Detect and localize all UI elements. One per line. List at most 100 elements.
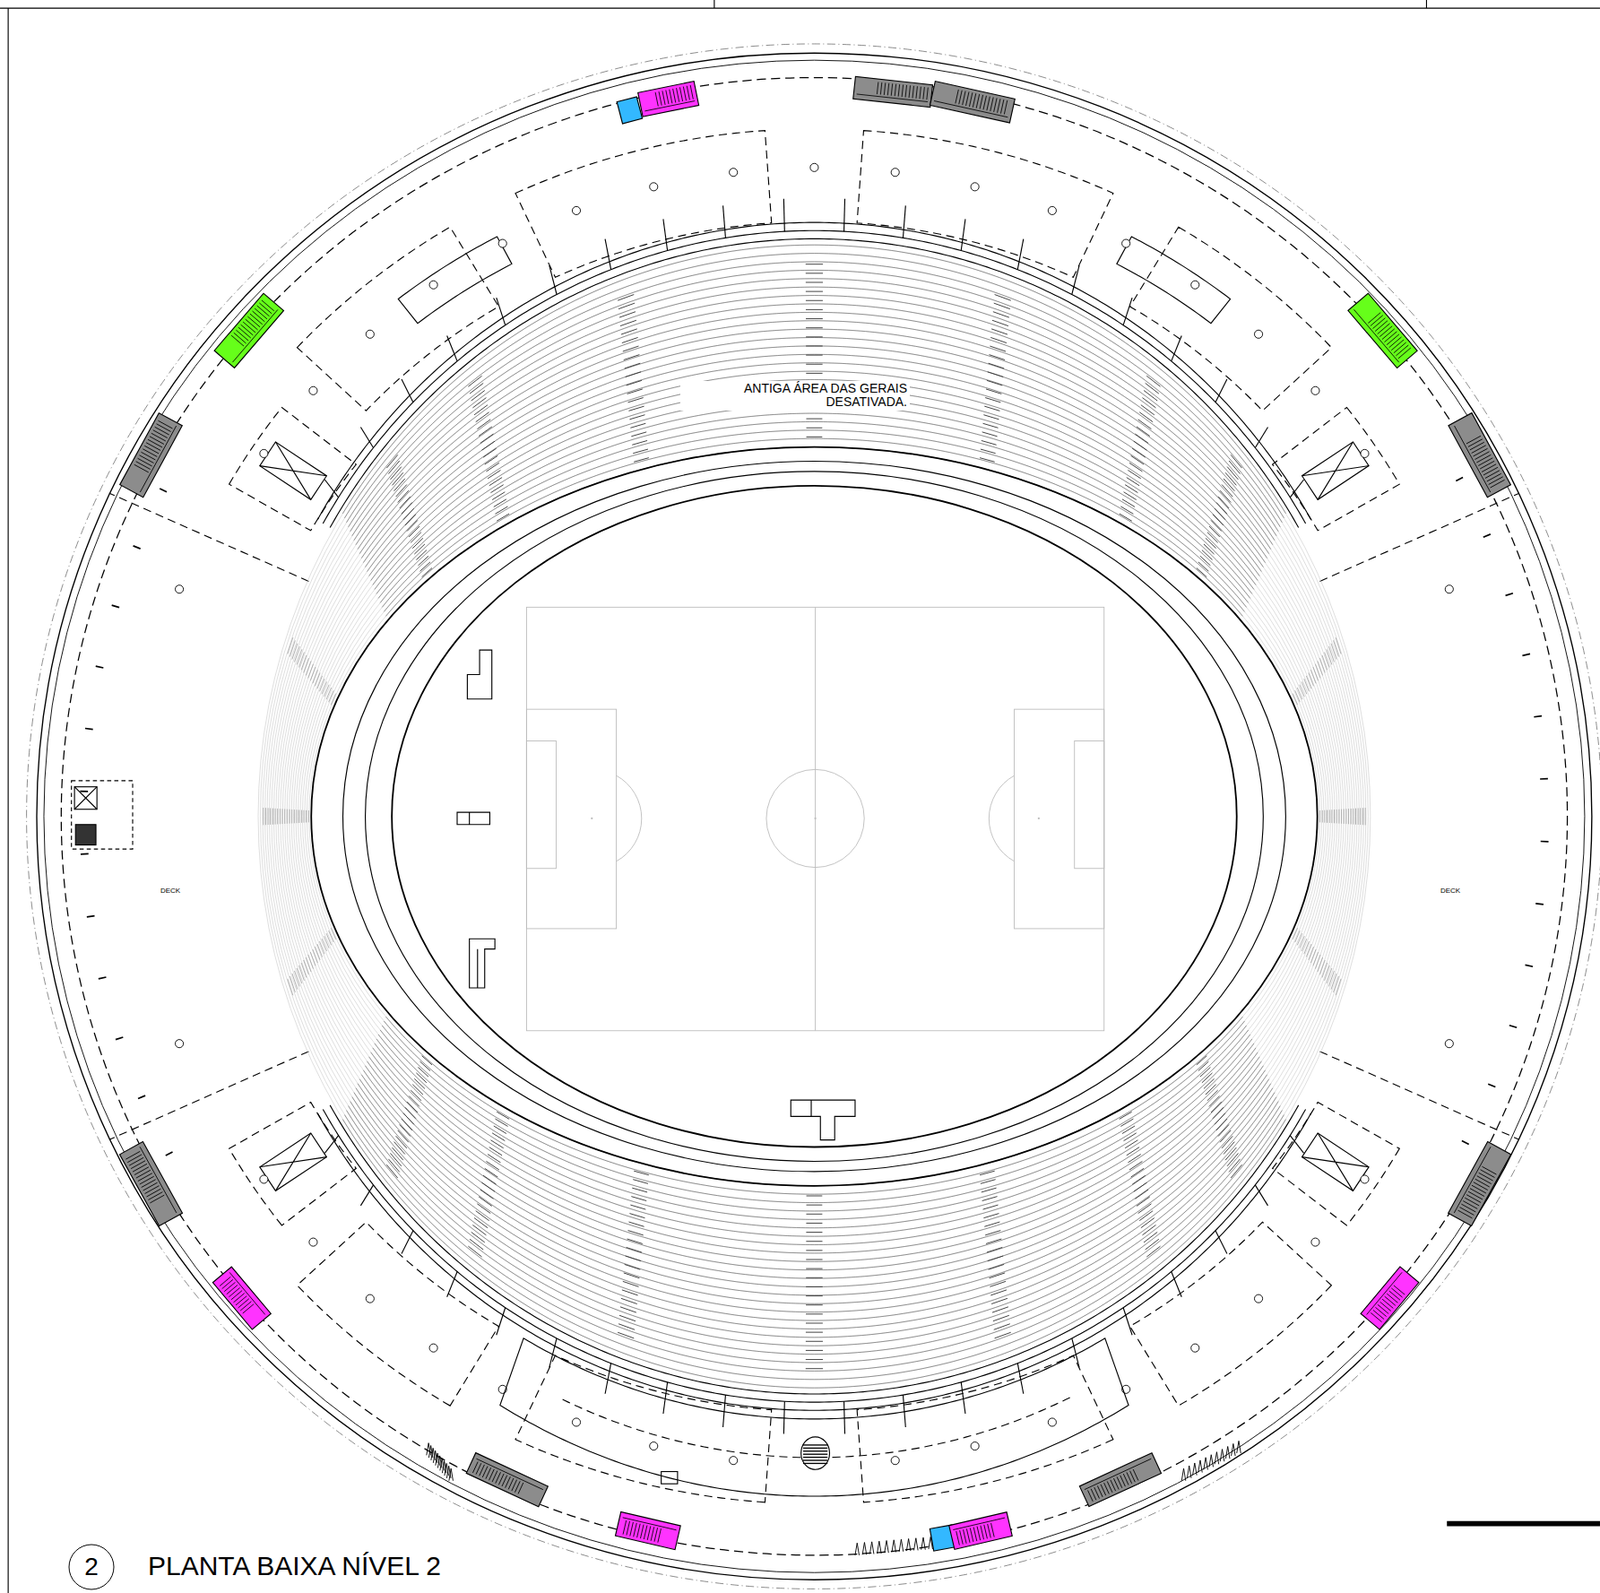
seat-row <box>286 354 1342 1279</box>
stair-step <box>982 1196 998 1202</box>
stair-landing <box>1084 1458 1151 1489</box>
stair-step <box>231 335 244 346</box>
stair-step <box>149 1194 165 1203</box>
turnstile <box>914 1538 919 1551</box>
turnstile <box>855 1542 860 1556</box>
pitch-spot <box>1037 817 1040 820</box>
stair-landing <box>139 1146 177 1213</box>
stair-step <box>1461 1203 1476 1212</box>
stair-step <box>478 426 493 437</box>
radial-wall <box>1254 427 1268 449</box>
stair-step <box>1466 435 1481 444</box>
stair-step <box>489 1147 502 1156</box>
sector-dividers <box>109 492 1520 1140</box>
turnstile <box>1186 1465 1192 1479</box>
stair-step <box>628 406 644 411</box>
seat-row <box>268 286 1359 1346</box>
stair-step <box>620 320 637 326</box>
stair-step <box>803 1444 828 1445</box>
stair-step <box>1490 479 1505 488</box>
stair-step <box>471 390 485 402</box>
column <box>1360 1175 1369 1184</box>
stair-step <box>485 462 499 472</box>
deck-ticks <box>79 476 1549 1156</box>
service-block <box>929 81 1015 123</box>
stair-step <box>994 1323 1011 1331</box>
stair-step <box>484 1167 498 1177</box>
block-fill <box>119 1141 182 1227</box>
entrance-stair <box>801 1436 831 1470</box>
stair-step <box>490 484 503 493</box>
bowl-wall <box>329 1105 1299 1394</box>
stair-step <box>1143 390 1158 402</box>
stair-step <box>987 1523 992 1539</box>
radial-wall <box>1017 239 1024 270</box>
stair-step <box>226 1284 238 1294</box>
radial-wall <box>360 1184 373 1206</box>
stair-step <box>988 1263 1005 1270</box>
seat-row <box>306 430 1322 1203</box>
stair-step <box>619 311 636 318</box>
column <box>1047 1418 1056 1427</box>
stair-step <box>1133 441 1148 450</box>
stair-step <box>138 458 153 467</box>
stair-step <box>1470 1188 1485 1197</box>
room-outline <box>856 130 1114 278</box>
stair-step <box>956 1530 960 1546</box>
stair-step <box>1379 326 1393 338</box>
radial-wall <box>1171 1271 1182 1298</box>
seat-row <box>264 269 1364 1363</box>
seat-row-dark <box>372 1047 1256 1254</box>
stair-step <box>805 1258 822 1260</box>
service-block <box>1448 413 1511 498</box>
stair-step <box>1458 1210 1473 1219</box>
column <box>365 329 374 338</box>
stair-step <box>265 807 267 825</box>
stair-step <box>1323 810 1325 823</box>
stair-step <box>1124 484 1138 493</box>
roof-projection <box>60 77 1567 1556</box>
frame-line <box>713 0 715 9</box>
stair-step <box>1132 448 1146 458</box>
stair-step <box>1119 1111 1133 1119</box>
stair-step <box>149 436 165 445</box>
stair-step <box>960 1530 964 1545</box>
deck-tick <box>1535 903 1544 905</box>
stair-step <box>805 372 822 374</box>
stair-step <box>805 1286 823 1288</box>
stair-step <box>420 1061 431 1071</box>
radial-wall <box>902 205 906 238</box>
circle-border <box>69 1544 114 1590</box>
stair-step <box>621 328 638 335</box>
stair-step <box>985 397 1001 403</box>
stair-step <box>805 327 823 329</box>
turnstile <box>1181 1468 1186 1481</box>
stair-step <box>805 1349 823 1351</box>
seat-row <box>309 438 1320 1194</box>
stair-landing <box>1366 1271 1402 1315</box>
stair-step <box>1326 810 1328 823</box>
drawing-number: 2 <box>84 1552 99 1582</box>
stair-step <box>805 281 823 283</box>
stair-step <box>628 1230 644 1236</box>
stair-step <box>968 92 972 107</box>
stair-step <box>1141 1224 1156 1235</box>
stair-step <box>1375 320 1388 332</box>
radial-wall <box>663 218 668 251</box>
stair-step <box>627 389 643 394</box>
stair-step <box>1127 469 1141 478</box>
seat-row <box>262 261 1367 1371</box>
service-block <box>1348 293 1418 368</box>
seat-row <box>259 253 1368 1380</box>
stair-step <box>806 427 823 429</box>
seat-row-dark <box>366 354 1262 571</box>
seat-row <box>289 363 1341 1271</box>
service-block <box>853 76 934 107</box>
stair-step <box>1200 1066 1211 1077</box>
stair-step <box>305 810 307 823</box>
stair-step <box>1398 347 1411 359</box>
stair-step <box>805 1331 823 1333</box>
stair-step <box>1468 1191 1483 1200</box>
stair-step <box>422 568 433 578</box>
room-outline <box>1272 1102 1401 1226</box>
